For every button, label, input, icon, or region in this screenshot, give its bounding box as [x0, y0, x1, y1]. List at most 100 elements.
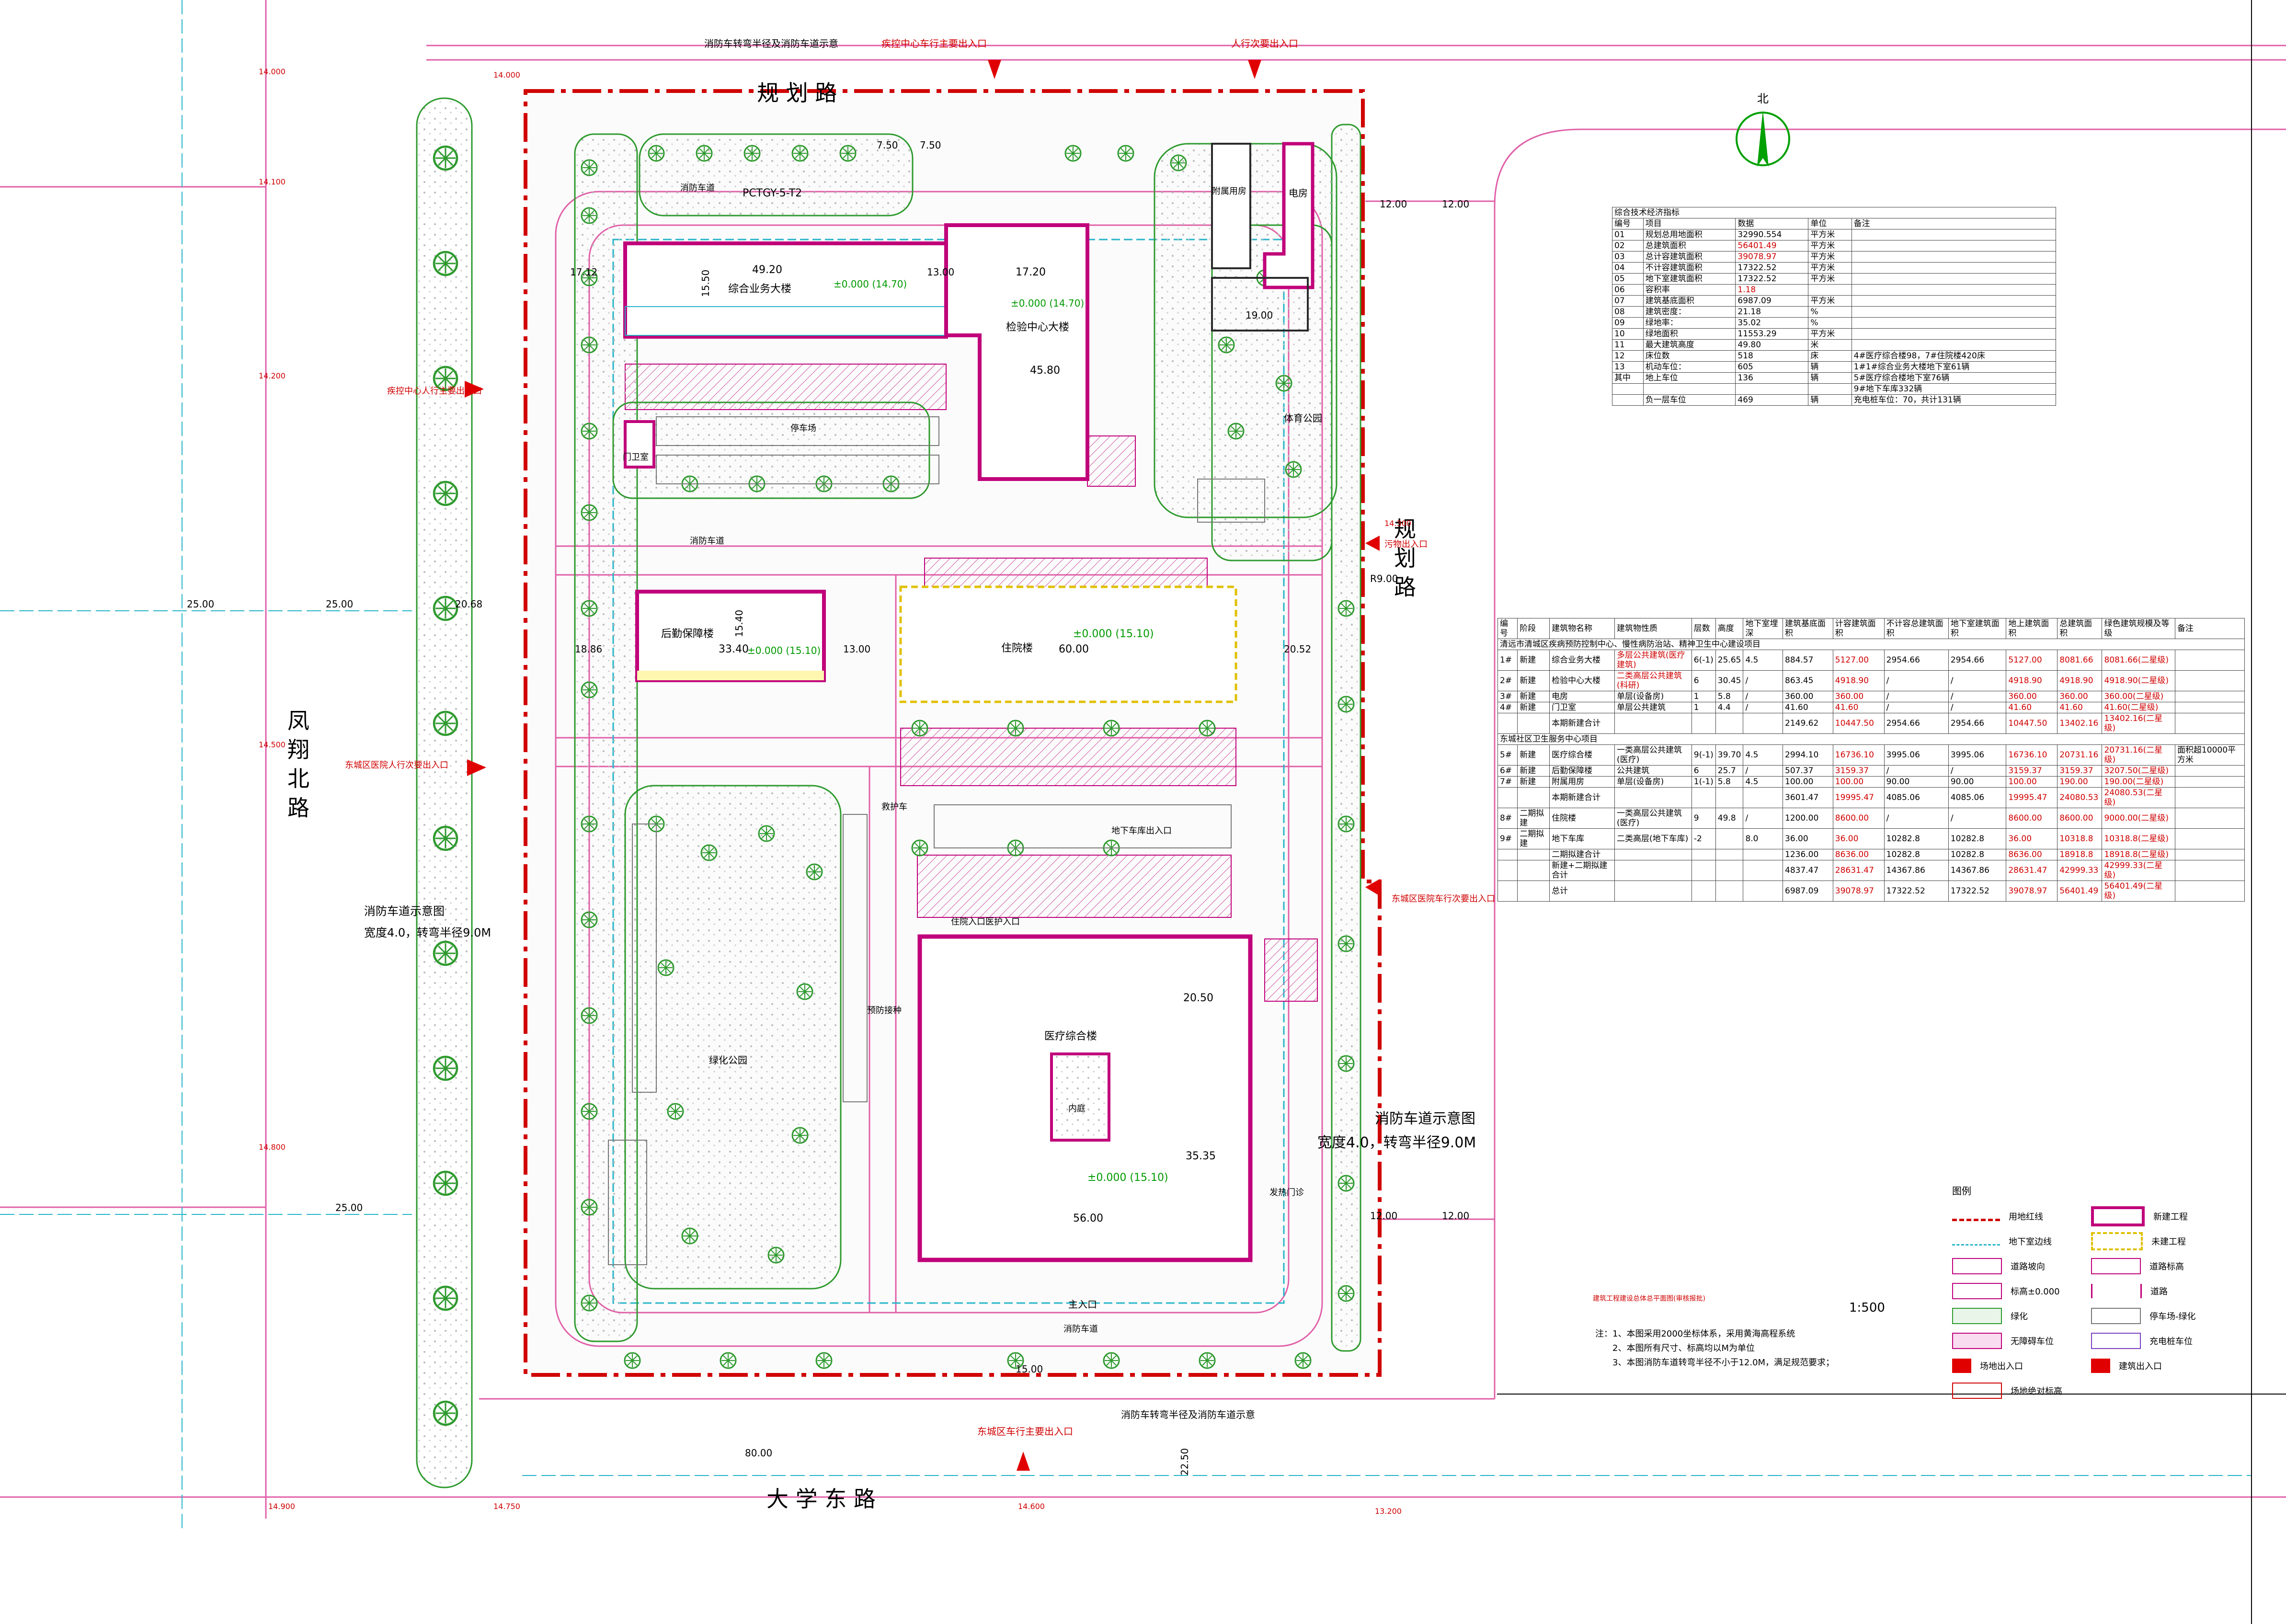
parking-rows [608, 416, 1265, 1265]
bld-cell: 单层(设备房) [1614, 776, 1692, 788]
bld-cell [1691, 849, 1716, 860]
tech-cell: 辆 [1808, 361, 1852, 373]
bld-cell: / [1884, 691, 1949, 702]
tech-cell: 地上车位 [1643, 372, 1736, 384]
svg-text:25.00: 25.00 [187, 598, 214, 610]
tech-cell: 总建筑面积 [1643, 240, 1736, 252]
bld-cell: 4# [1497, 702, 1518, 713]
legend-item: 地下室边线 [1952, 1235, 2091, 1247]
bld-header-cell: 高度 [1715, 618, 1744, 639]
tech-cell: 总计容建筑面积 [1643, 251, 1736, 263]
building-3 [1263, 142, 1314, 289]
bld-cell: 4837.47 [1783, 860, 1833, 881]
svg-text:25.00: 25.00 [326, 598, 353, 610]
tech-cell: 17322.52 [1735, 273, 1809, 285]
tech-cell [1851, 251, 2057, 263]
legend-swatch [1952, 1359, 1971, 1373]
legend-label: 标高±0.000 [2011, 1287, 2060, 1297]
entrance-east-logistics: 污物出入口 [1384, 539, 1428, 549]
bld-cell: 新建 [1517, 670, 1550, 691]
bld-cell: 14367.86 [1884, 860, 1949, 881]
tech-cell: 136 [1735, 372, 1809, 384]
bld-cell: / [1743, 691, 1783, 702]
bld-cell: 2994.10 [1783, 744, 1833, 766]
tech-cell: 平方米 [1808, 251, 1852, 263]
bld-cell: 二期拟建 [1517, 828, 1550, 849]
emergency-label: 救护车 [881, 802, 907, 812]
bld-cell [1743, 713, 1783, 734]
bld-cell: 3159.37 [2057, 765, 2103, 777]
svg-text:R9.00: R9.00 [1370, 573, 1398, 584]
bld-cell: 14367.86 [1948, 860, 2007, 881]
entrance-west-cdc: 疾控中心人行主要出入口 [387, 386, 482, 396]
tech-cell: 充电桩车位：70，共计131辆 [1851, 394, 2057, 406]
bld-cell [1691, 881, 1716, 902]
bld-cell: / [1743, 702, 1783, 713]
tech-cell: 4#医疗综合楼98，7#住院楼420床 [1851, 350, 2057, 362]
bld-cell: 5.8 [1715, 776, 1744, 788]
bld-cell: 4.5 [1743, 650, 1783, 671]
bld-cell [2174, 691, 2245, 702]
bld-cell: 4.5 [1743, 776, 1783, 788]
bld-header-cell: 建筑基底面积 [1783, 618, 1833, 639]
legend-row: 无障碍车位充电桩车位 [1952, 1328, 2240, 1353]
bld-cell: 360.00 [1783, 691, 1833, 702]
tech-cell: 13 [1612, 361, 1644, 373]
tech-cell: 518 [1735, 350, 1809, 362]
bld-cell: 1 [1691, 702, 1716, 713]
bld-cell: 6 [1691, 670, 1716, 691]
tech-cell [1851, 273, 2057, 285]
tech-cell: 床 [1808, 350, 1852, 362]
bld-cell: 综合业务大楼 [1549, 650, 1615, 671]
dim-b6-len: 33.40 [719, 643, 749, 655]
bld-cell: 一类高层公共建筑(医疗) [1614, 808, 1692, 829]
building-6-elev: ±0.000 (15.10) [747, 645, 821, 656]
svg-text:17.12: 17.12 [570, 266, 597, 278]
tech-cell: 辆 [1808, 372, 1852, 384]
bld-cell: 6# [1497, 765, 1518, 777]
bld-cell: 总计 [1549, 881, 1615, 902]
bld-cell: 41.60 [2006, 702, 2058, 713]
building-8-name: 住院楼 [1001, 642, 1033, 654]
bld-cell: 41.60 [2057, 702, 2103, 713]
bld-cell: 39078.97 [1832, 881, 1885, 902]
svg-text:7.50: 7.50 [877, 139, 898, 151]
bld-cell: 5# [1497, 744, 1518, 766]
tech-cell: 负一层车位 [1643, 394, 1736, 406]
svg-text:80.00: 80.00 [745, 1447, 772, 1459]
tech-cell: 建筑基底面积 [1643, 295, 1736, 307]
building-8 [899, 585, 1237, 703]
building-5-elev: ±0.000 (15.10) [1087, 1172, 1168, 1184]
bld-cell: 单层公共建筑 [1614, 702, 1692, 713]
bld-cell: / [1743, 765, 1783, 777]
bld-cell: 9(-1) [1691, 744, 1716, 766]
bld-cell: 18918.8 [2057, 849, 2103, 860]
bld-cell: 360.00 [2006, 691, 2058, 702]
building-4-name: 门卫室 [623, 452, 649, 462]
tech-cell: 605 [1735, 361, 1809, 373]
bld-cell: 8600.00 [2006, 808, 2058, 829]
tech-cell [1851, 240, 2057, 252]
building-6 [635, 590, 826, 682]
bld-cell: / [1948, 765, 2007, 777]
legend-swatch [2091, 1333, 2141, 1349]
bld-cell: 49.8 [1715, 808, 1744, 829]
legend-row: 绿化停车场-绿化 [1952, 1304, 2240, 1328]
bld-cell: 100.00 [2006, 776, 2058, 788]
tech-cell: 建筑密度： [1643, 306, 1736, 318]
tech-cell: 6987.09 [1735, 295, 1809, 307]
inpatient-entrance-label: 住院入口医护入口 [951, 917, 1020, 927]
bld-cell: 2149.62 [1783, 713, 1833, 734]
bld-cell: 4918.90(二星级) [2102, 670, 2175, 691]
bld-cell: 新建 [1517, 776, 1550, 788]
tech-cell: 米 [1808, 339, 1852, 351]
fire-lane-label-1: 消防车道 [680, 183, 715, 193]
tech-cell: 03 [1612, 251, 1644, 263]
tech-cell: % [1808, 317, 1852, 329]
